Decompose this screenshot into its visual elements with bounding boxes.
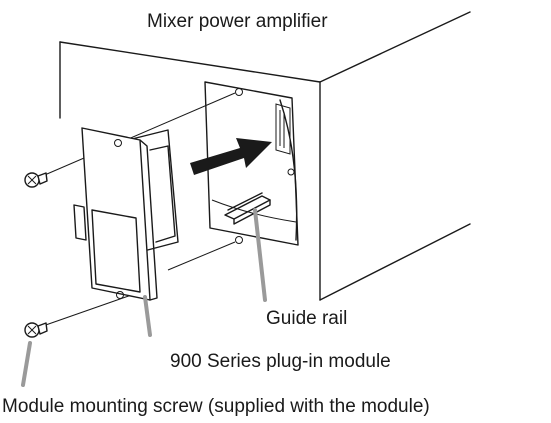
guide-rail-label: Guide rail <box>266 308 348 329</box>
screw-leader <box>21 341 32 387</box>
screw-label: Module mounting screw (supplied with the… <box>2 396 430 417</box>
module-label: 900 Series plug-in module <box>170 351 391 372</box>
module-mounting-screw-bottom <box>24 322 48 338</box>
guide-rail <box>224 192 271 225</box>
plug-in-module <box>73 127 179 301</box>
module-mounting-screw-top <box>24 172 48 188</box>
module-leader <box>143 295 152 337</box>
amplifier-label: Mixer power amplifier <box>147 11 328 32</box>
slot-screw-hole-top <box>235 88 243 96</box>
slot-screw-hole-bottom <box>235 236 243 244</box>
insertion-arrow <box>190 138 272 175</box>
module-slot-opening <box>204 81 299 246</box>
guide-rail-leader <box>253 208 267 302</box>
module-screw-hole-top <box>114 139 122 147</box>
screw-alignment-lines <box>39 92 236 328</box>
module-screw-hole-bottom <box>116 291 124 299</box>
